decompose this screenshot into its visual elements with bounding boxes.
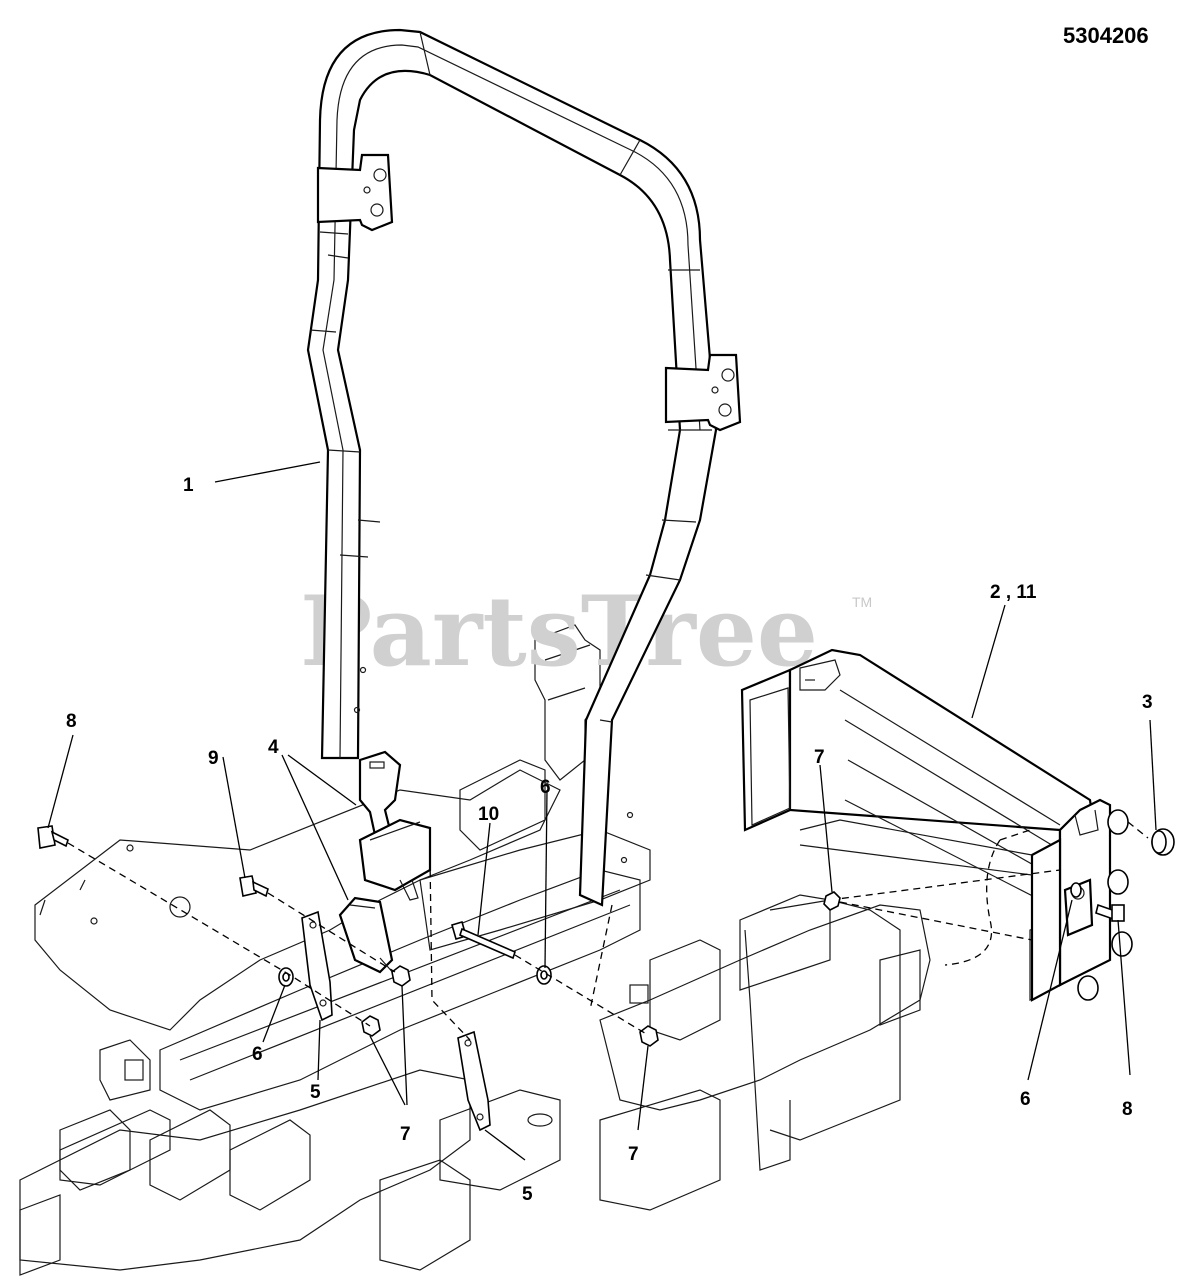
watermark-trademark: TM xyxy=(852,594,872,610)
callout-7-left: 7 xyxy=(400,1124,411,1145)
callout-6-left: 6 xyxy=(252,1044,263,1065)
leader-lines xyxy=(47,461,1157,1161)
hardware xyxy=(37,825,1082,1132)
callout-8-right: 8 xyxy=(1122,1099,1133,1120)
callout-4: 4 xyxy=(268,737,279,758)
diagram-number: 5304206 xyxy=(1063,23,1149,48)
callout-labels: 1 2 , 11 3 4 5 5 6 6 6 7 7 7 8 8 9 10 xyxy=(66,475,1153,1205)
callout-7-box: 7 xyxy=(814,747,825,768)
callout-8-left: 8 xyxy=(66,711,77,732)
rops-roll-bar xyxy=(306,28,742,907)
seat-belt xyxy=(338,750,432,976)
callout-5-left: 5 xyxy=(310,1082,321,1103)
callout-6-center: 6 xyxy=(540,777,551,798)
weight-box xyxy=(740,648,1133,1002)
callout-9: 9 xyxy=(208,748,219,769)
watermark-text: PartsTree xyxy=(300,575,818,688)
callout-1: 1 xyxy=(183,475,194,496)
assembly-lines xyxy=(67,842,1033,1041)
watermark: PartsTree TM xyxy=(300,575,872,688)
callout-5-right: 5 xyxy=(522,1184,533,1205)
callout-2-11: 2 , 11 xyxy=(990,582,1037,603)
callout-6-right: 6 xyxy=(1020,1089,1031,1110)
callout-7-right: 7 xyxy=(628,1144,639,1165)
callout-10: 10 xyxy=(478,804,499,825)
part-cap xyxy=(1127,821,1175,856)
callout-3: 3 xyxy=(1142,692,1153,713)
